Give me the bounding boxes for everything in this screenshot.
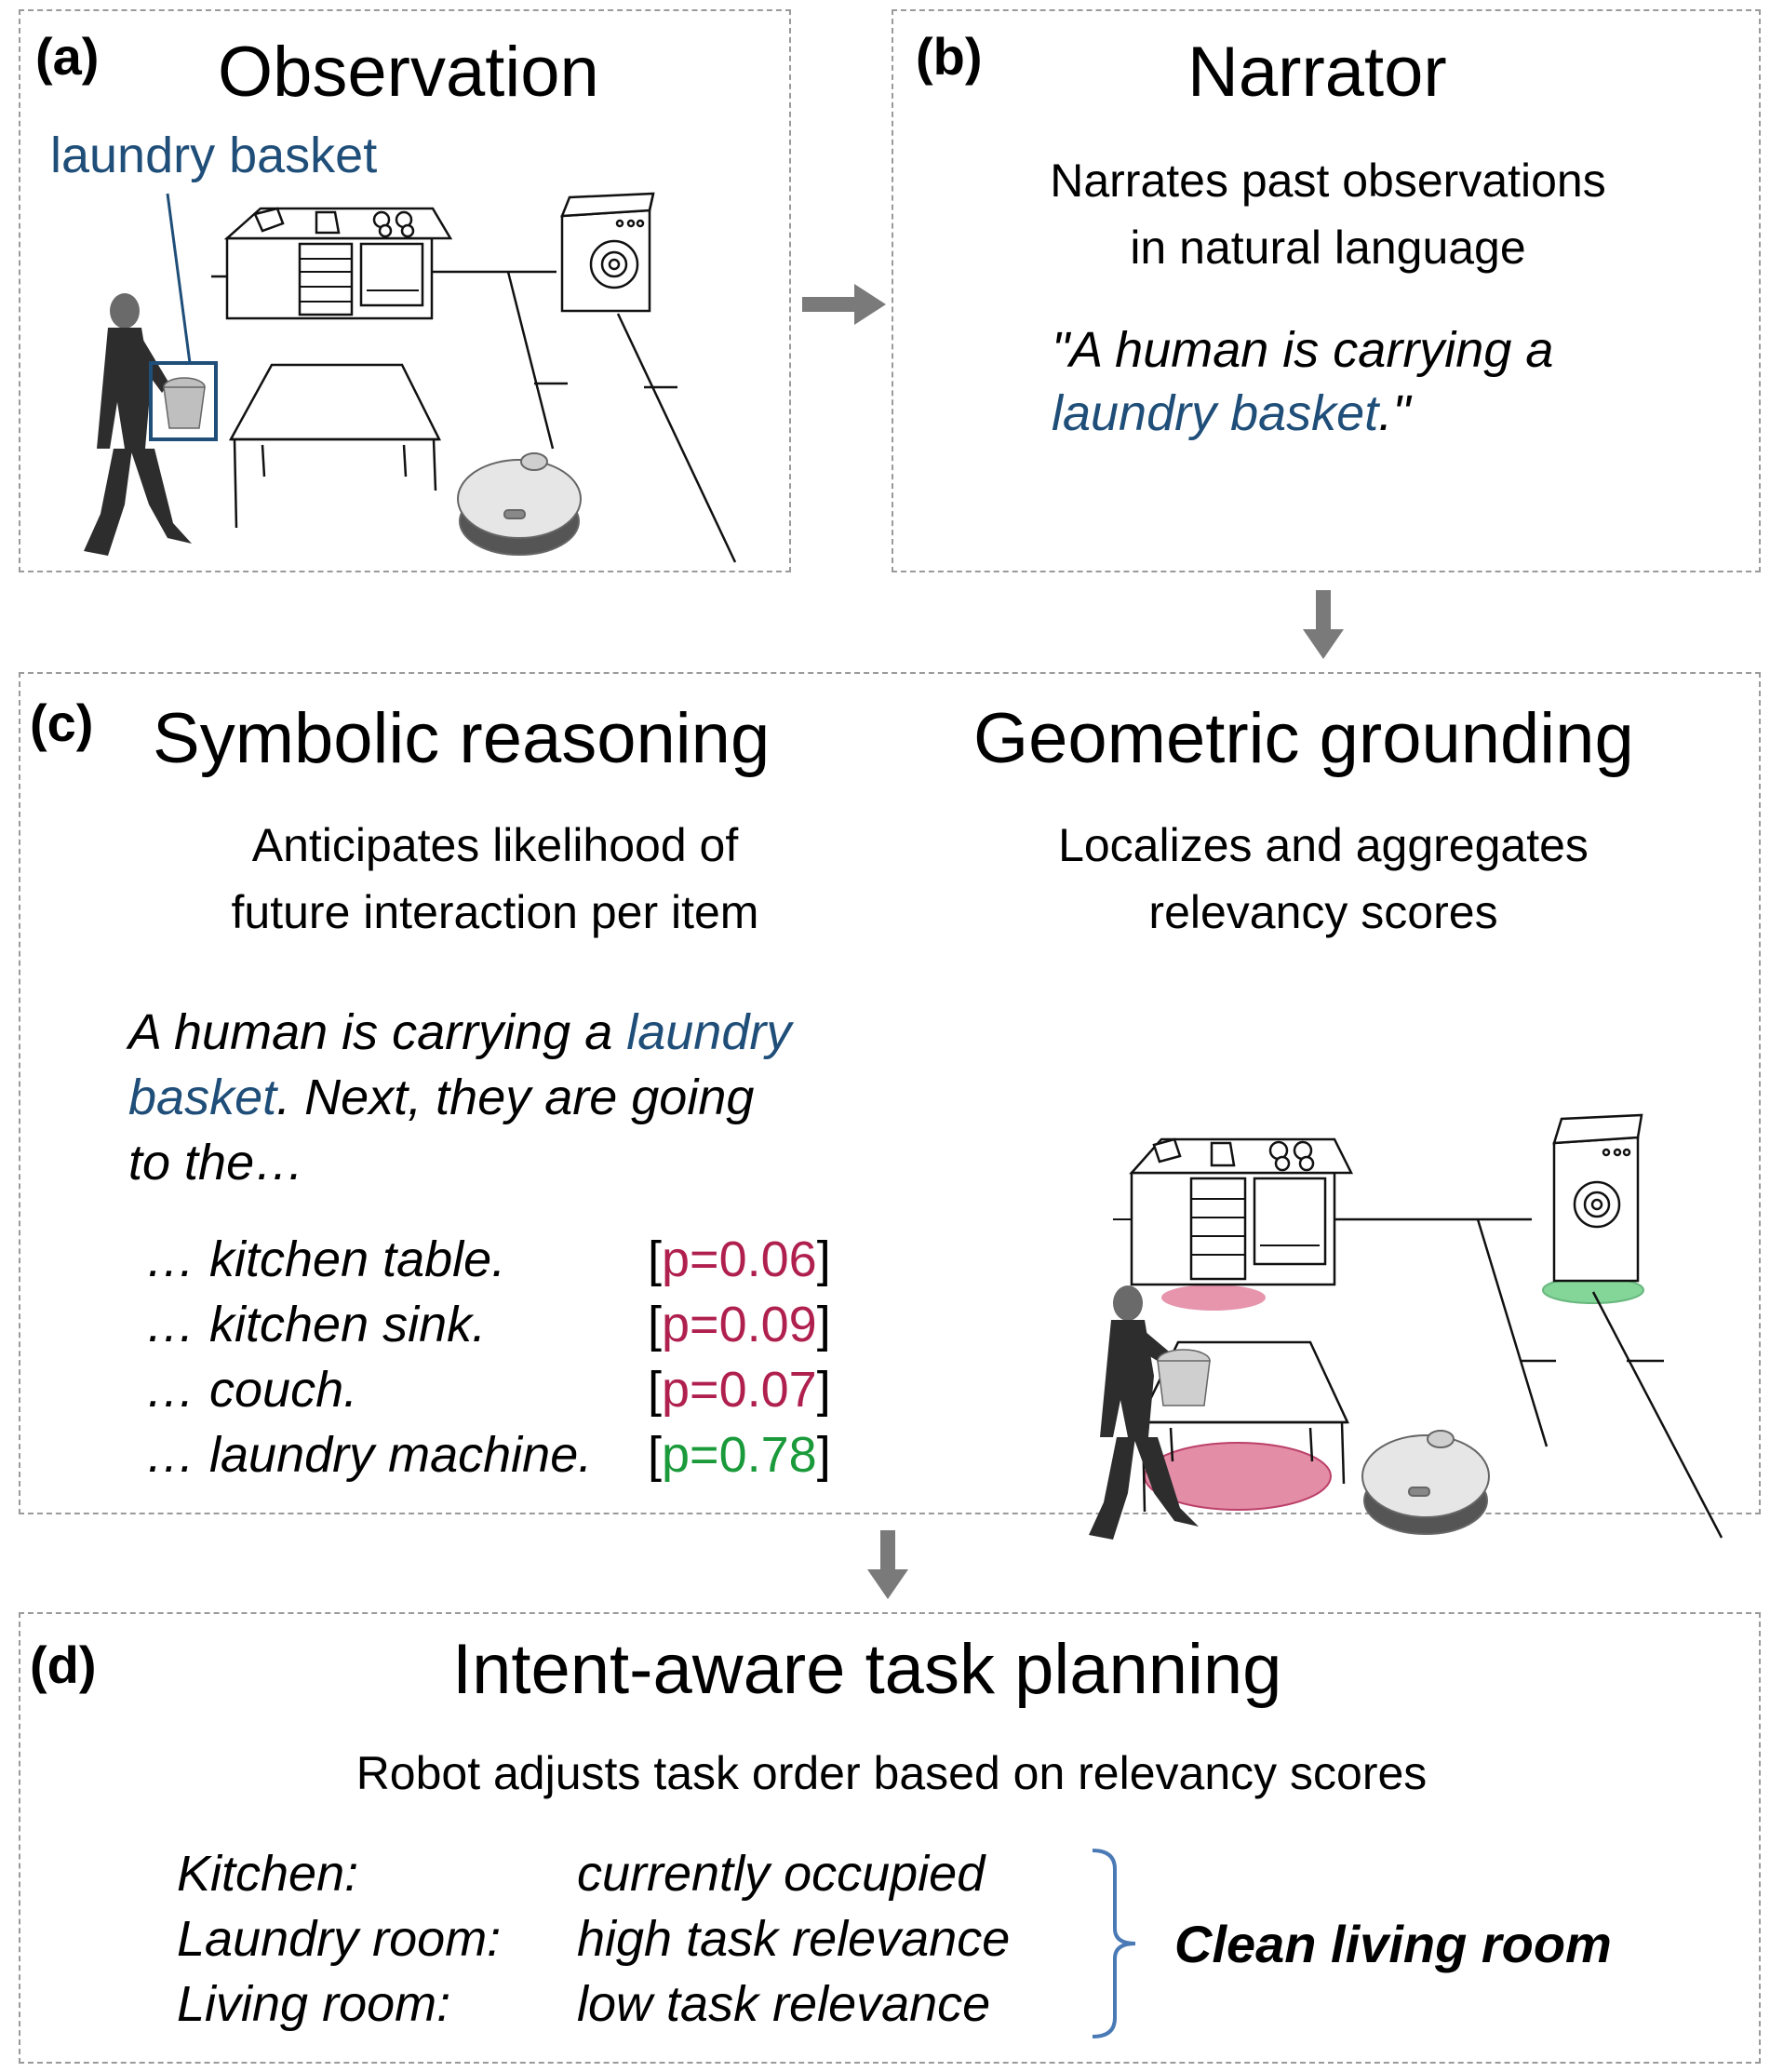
option-row: … couch. [p=0.07] — [145, 1361, 871, 1426]
panel-b-title: Narrator — [1187, 33, 1447, 112]
panel-task-planning: (d) Intent-aware task planning Robot adj… — [19, 1612, 1761, 2064]
symbolic-reasoning-title: Symbolic reasoning — [153, 699, 771, 778]
panel-c-label: (c) — [30, 693, 94, 752]
laundry-basket-callout: laundry basket — [50, 128, 378, 183]
observation-scene-illustration — [84, 192, 737, 563]
curly-bracket — [1092, 1849, 1136, 2038]
geometric-description-line1: Localizes and aggregates — [1058, 819, 1589, 871]
prompt-highlight-1: laundry — [626, 1004, 792, 1060]
arrow-c-to-d — [867, 1530, 908, 1599]
symbolic-description-line2: future interaction per item — [231, 886, 759, 938]
reasoning-prompt: A human is carrying a laundry basket. Ne… — [128, 1000, 873, 1195]
panel-narrator: (b) Narrator Narrates past observations … — [892, 9, 1761, 572]
arrow-a-to-b — [802, 284, 886, 325]
option-text: … kitchen table. — [145, 1231, 506, 1287]
narration-quote-line1: "A human is carrying a — [1052, 322, 1554, 378]
narrator-description-line2: in natural language — [1130, 222, 1526, 274]
room-list: Kitchen: currently occupied Laundry room… — [177, 1841, 1014, 2037]
geometric-grounding-title: Geometric grounding — [973, 699, 1634, 778]
room-name: Living room: — [177, 1976, 451, 2032]
narration-quote-line2: laundry basket." — [1052, 382, 1722, 445]
option-row: … kitchen sink. [p=0.09] — [145, 1296, 871, 1361]
symbolic-reasoning-description: Anticipates likelihood of future interac… — [95, 812, 895, 946]
narrator-description-line1: Narrates past observations — [1050, 155, 1606, 207]
option-text: … kitchen sink. — [145, 1297, 487, 1352]
arrow-b-to-c — [1303, 590, 1344, 659]
option-prob: [p=0.09] — [648, 1297, 831, 1352]
room-row: Kitchen: currently occupied — [177, 1841, 1014, 1906]
task-planning-description: Robot adjusts task order based on releva… — [355, 1747, 1428, 1799]
option-text: … couch. — [145, 1362, 358, 1418]
room-status: high task relevance — [577, 1911, 1011, 1967]
reasoning-prompt-line3: to the… — [128, 1135, 305, 1191]
room-name: Laundry room: — [177, 1911, 502, 1967]
geometric-description-line2: relevancy scores — [1148, 886, 1498, 938]
panel-a-label: (a) — [35, 27, 100, 86]
prob-value: p=0.07 — [662, 1362, 817, 1418]
room-status: low task relevance — [577, 1976, 991, 2032]
panel-a-title: Observation — [218, 33, 599, 112]
option-text: … laundry machine. — [145, 1427, 593, 1483]
panel-reasoning-grounding: (c) Symbolic reasoning Geometric groundi… — [19, 672, 1761, 1540]
panel-b-label: (b) — [916, 27, 983, 86]
option-row: … kitchen table. [p=0.06] — [145, 1231, 871, 1296]
option-prob: [p=0.06] — [648, 1231, 831, 1287]
prompt-text-2: . Next, they are going — [276, 1070, 755, 1125]
prob-value: p=0.06 — [662, 1231, 817, 1287]
room-name: Kitchen: — [177, 1846, 359, 1902]
panel-d-label: (d) — [30, 1635, 97, 1694]
option-prob: [p=0.07] — [648, 1362, 831, 1418]
narration-quote: "A human is carrying a laundry basket." — [1052, 318, 1722, 445]
room-row: Living room: low task relevance — [177, 1971, 1014, 2037]
grounding-scene-illustration — [1089, 1113, 1723, 1540]
reasoning-prompt-line2: basket. Next, they are going — [128, 1065, 873, 1130]
option-row: … laundry machine. [p=0.78] — [145, 1426, 871, 1491]
narrator-description: Narrates past observations in natural la… — [893, 147, 1763, 281]
narration-quote-highlight: laundry basket — [1052, 385, 1379, 441]
room-row: Laundry room: high task relevance — [177, 1906, 1014, 1971]
room-status: currently occupied — [577, 1846, 986, 1902]
task-planning-title: Intent-aware task planning — [452, 1630, 1282, 1709]
symbolic-description-line1: Anticipates likelihood of — [251, 819, 739, 871]
prob-value: p=0.78 — [662, 1427, 817, 1483]
option-prob: [p=0.78] — [648, 1427, 831, 1483]
prompt-highlight-2: basket — [128, 1070, 277, 1125]
geometric-grounding-description: Localizes and aggregates relevancy score… — [914, 812, 1733, 946]
decision-text: Clean living room — [1174, 1915, 1612, 1973]
narration-quote-end: ." — [1378, 385, 1411, 441]
prompt-text-1: A human is carrying a — [128, 1004, 627, 1060]
panel-observation: (a) Observation laundry basket — [19, 9, 791, 572]
option-list: … kitchen table. [p=0.06] … kitchen sink… — [145, 1231, 871, 1491]
prob-value: p=0.09 — [662, 1297, 817, 1352]
reasoning-prompt-line1: A human is carrying a laundry — [128, 1000, 873, 1065]
